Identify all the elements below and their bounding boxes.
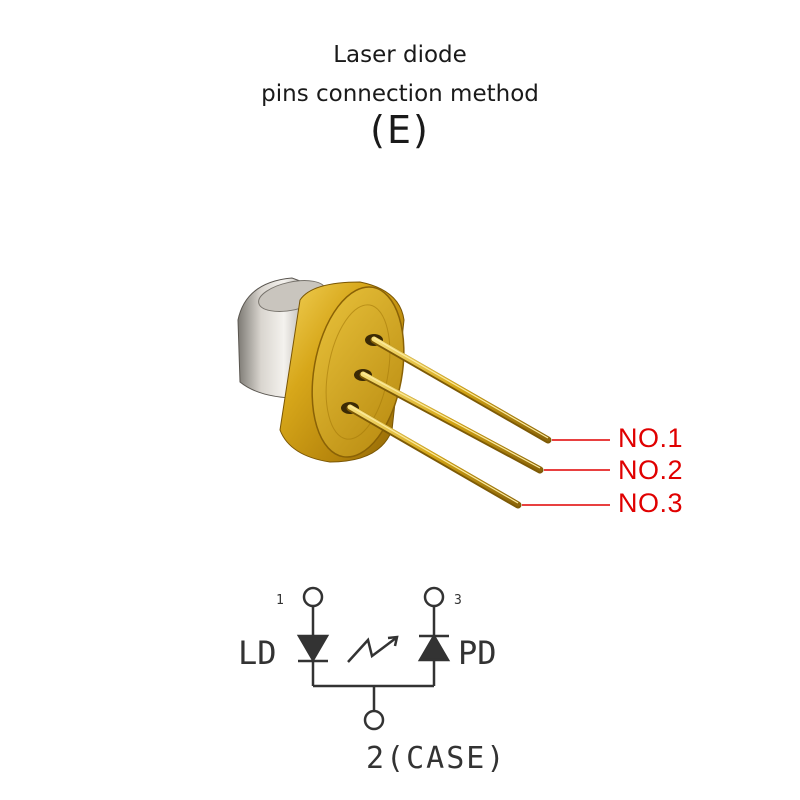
ld-label: LD <box>238 634 277 672</box>
terminal-pin-1 <box>302 586 324 608</box>
pin-1 <box>370 336 552 444</box>
title-line-1: Laser diode <box>333 42 467 68</box>
pin-3 <box>346 404 522 509</box>
pin-label-no3: NO.3 <box>618 488 684 518</box>
terminal-pin-2 <box>363 709 385 731</box>
pd-diode-symbol <box>417 633 451 662</box>
schematic <box>296 586 451 731</box>
pin-label-no2: NO.2 <box>618 455 684 485</box>
ld-diode-symbol <box>296 634 330 663</box>
optical-coupling-icon <box>347 635 399 663</box>
pin-label-no1: NO.1 <box>618 423 684 453</box>
title-line-2: pins connection method <box>261 81 539 107</box>
title-line-3: (E) <box>370 108 430 152</box>
pd-label: PD <box>458 634 497 672</box>
laser-diode-illustration <box>237 277 552 509</box>
pin-2 <box>359 371 544 474</box>
pin-2-label: 2(CASE) <box>366 741 506 776</box>
pin-3-number: 3 <box>454 593 462 608</box>
pin-1-number: 1 <box>276 593 284 608</box>
terminal-pin-3 <box>423 586 445 608</box>
